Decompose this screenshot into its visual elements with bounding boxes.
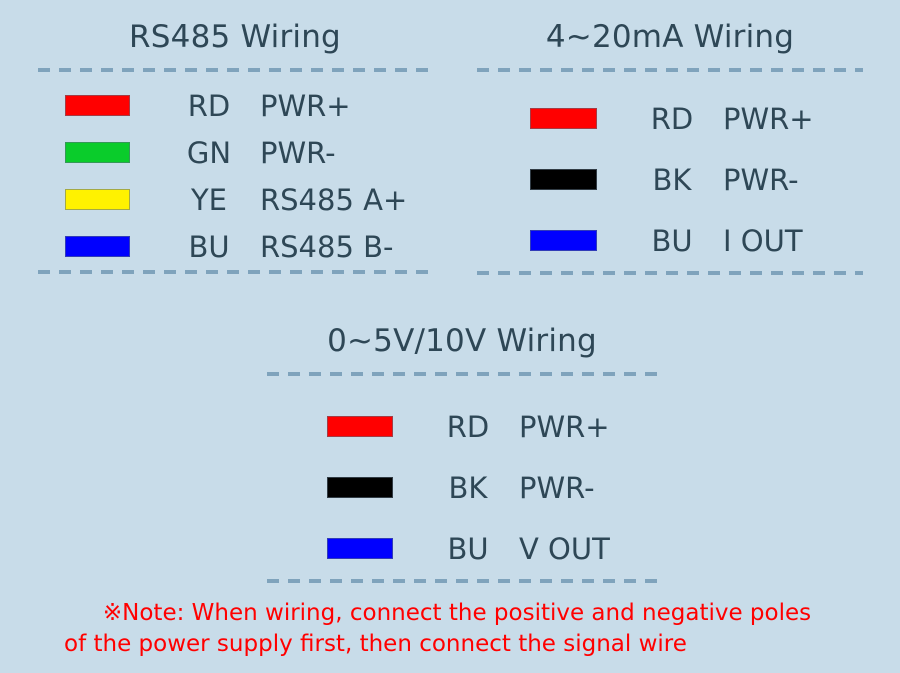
- panel-title-rs485: RS485 Wiring: [129, 19, 341, 55]
- wire-function: PWR+: [723, 101, 814, 136]
- red-wire-swatch: [530, 108, 597, 129]
- table-row: YE RS485 A+: [30, 176, 440, 223]
- black-wire-swatch: [530, 169, 597, 190]
- green-wire-swatch: [65, 142, 130, 163]
- panel-title-voltage: 0~5V/10V Wiring: [327, 323, 597, 359]
- dashed-divider-bottom: [267, 579, 657, 583]
- table-row: RD PWR+: [260, 396, 664, 457]
- red-wire-swatch: [327, 416, 393, 437]
- dashed-divider-top: [38, 68, 432, 72]
- table-row: BK PWR-: [260, 457, 664, 518]
- yellow-wire-swatch: [65, 189, 130, 210]
- wiring-note: ※Note: When wiring, connect the positive…: [62, 598, 852, 660]
- dashed-divider-bottom: [38, 270, 432, 274]
- table-row: BK PWR-: [470, 149, 870, 210]
- wire-function: PWR+: [260, 88, 351, 123]
- table-row: GN PWR-: [30, 129, 440, 176]
- wire-row-list-voltage: RD PWR+ BK PWR- BU V OUT: [260, 376, 664, 579]
- dashed-divider-top: [477, 68, 863, 72]
- wire-function: PWR-: [723, 162, 799, 197]
- table-row: BU I OUT: [470, 210, 870, 271]
- wire-function: RS485 A+: [260, 182, 408, 217]
- wire-code: BU: [651, 223, 693, 258]
- wire-code: GN: [186, 135, 232, 170]
- dashed-divider-top: [267, 372, 657, 376]
- wire-row-list-rs485: RD PWR+ GN PWR- YE RS485 A+ BU RS485 B-: [30, 72, 440, 270]
- note-line-1: ※Note: When wiring, connect the positive…: [102, 600, 812, 626]
- wire-code: RD: [446, 409, 490, 444]
- wire-code: RD: [650, 101, 694, 136]
- wire-function: PWR-: [519, 470, 595, 505]
- table-row: BU RS485 B-: [30, 223, 440, 270]
- wire-code: BU: [188, 229, 230, 264]
- wire-function: RS485 B-: [260, 229, 394, 264]
- wire-code: BK: [652, 162, 692, 197]
- wire-row-list-4-20ma: RD PWR+ BK PWR- BU I OUT: [470, 72, 870, 271]
- table-row: RD PWR+: [30, 82, 440, 129]
- wire-function: PWR+: [519, 409, 610, 444]
- blue-wire-swatch: [327, 538, 393, 559]
- panel-rs485-wiring: RS485 Wiring RD PWR+ GN PWR- YE RS485 A+…: [30, 18, 440, 274]
- red-wire-swatch: [65, 95, 130, 116]
- table-row: BU V OUT: [260, 518, 664, 579]
- panel-4-20ma-wiring: 4~20mA Wiring RD PWR+ BK PWR- BU I OUT: [470, 18, 870, 275]
- blue-wire-swatch: [65, 236, 130, 257]
- wire-function: I OUT: [723, 223, 803, 258]
- table-row: RD PWR+: [470, 88, 870, 149]
- black-wire-swatch: [327, 477, 393, 498]
- panel-voltage-wiring: 0~5V/10V Wiring RD PWR+ BK PWR- BU V OUT: [260, 322, 664, 583]
- wire-code: RD: [187, 88, 231, 123]
- wire-code: BU: [447, 531, 489, 566]
- panel-title-4-20ma: 4~20mA Wiring: [545, 19, 795, 55]
- blue-wire-swatch: [530, 230, 597, 251]
- note-line-2: of the power supply first, then connect …: [64, 631, 687, 657]
- wire-function: V OUT: [519, 531, 610, 566]
- wire-code: BK: [448, 470, 488, 505]
- wire-code: YE: [190, 182, 228, 217]
- wire-function: PWR-: [260, 135, 336, 170]
- dashed-divider-bottom: [477, 271, 863, 275]
